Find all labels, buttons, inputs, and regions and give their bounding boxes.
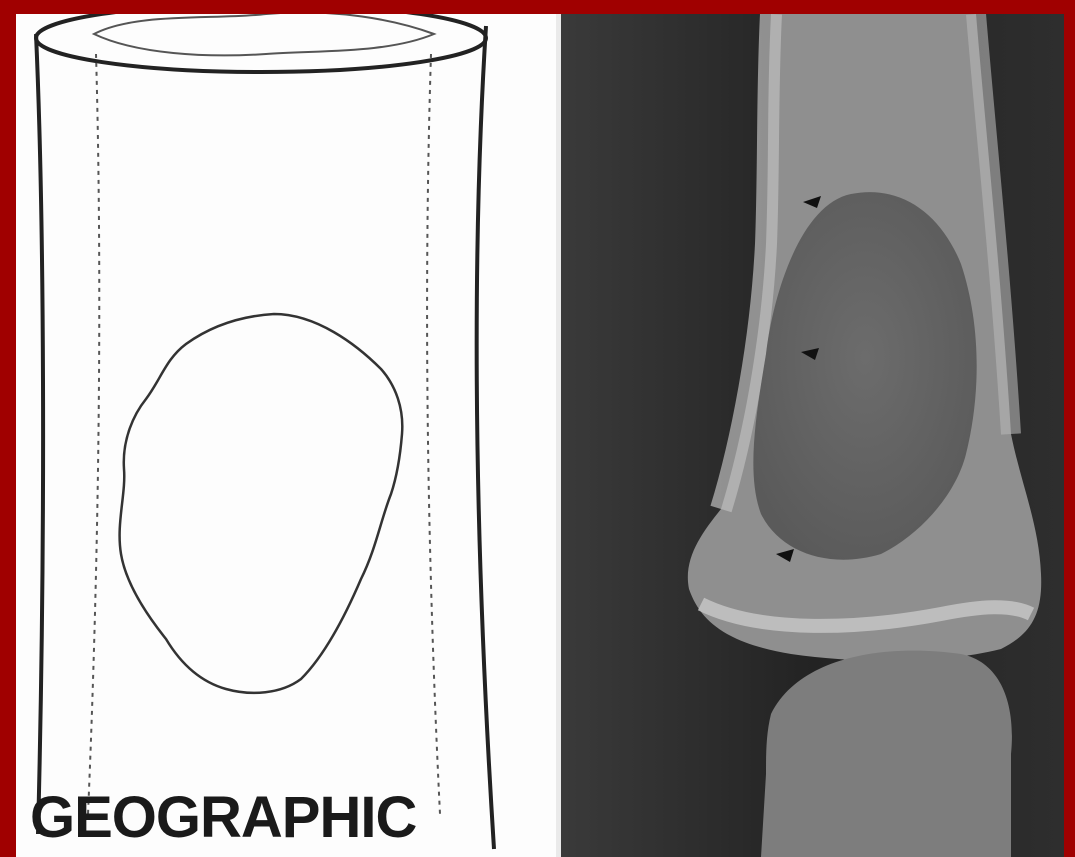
geographic-lesion-outline (120, 314, 403, 693)
medullary-right-line (427, 54, 440, 814)
radiograph-panel (561, 14, 1064, 857)
bone-right-edge (477, 26, 494, 849)
diagram-panel: GEOGRAPHIC (16, 14, 556, 857)
medullary-top-contour (94, 14, 434, 55)
bone-left-edge (36, 34, 43, 834)
medullary-left-line (88, 54, 99, 814)
bone-diagram (16, 14, 556, 857)
xray-image (561, 14, 1064, 857)
bone-top-ellipse (36, 14, 486, 72)
figure-label: GEOGRAPHIC (30, 784, 416, 851)
adjacent-phalanx-head (761, 651, 1012, 857)
